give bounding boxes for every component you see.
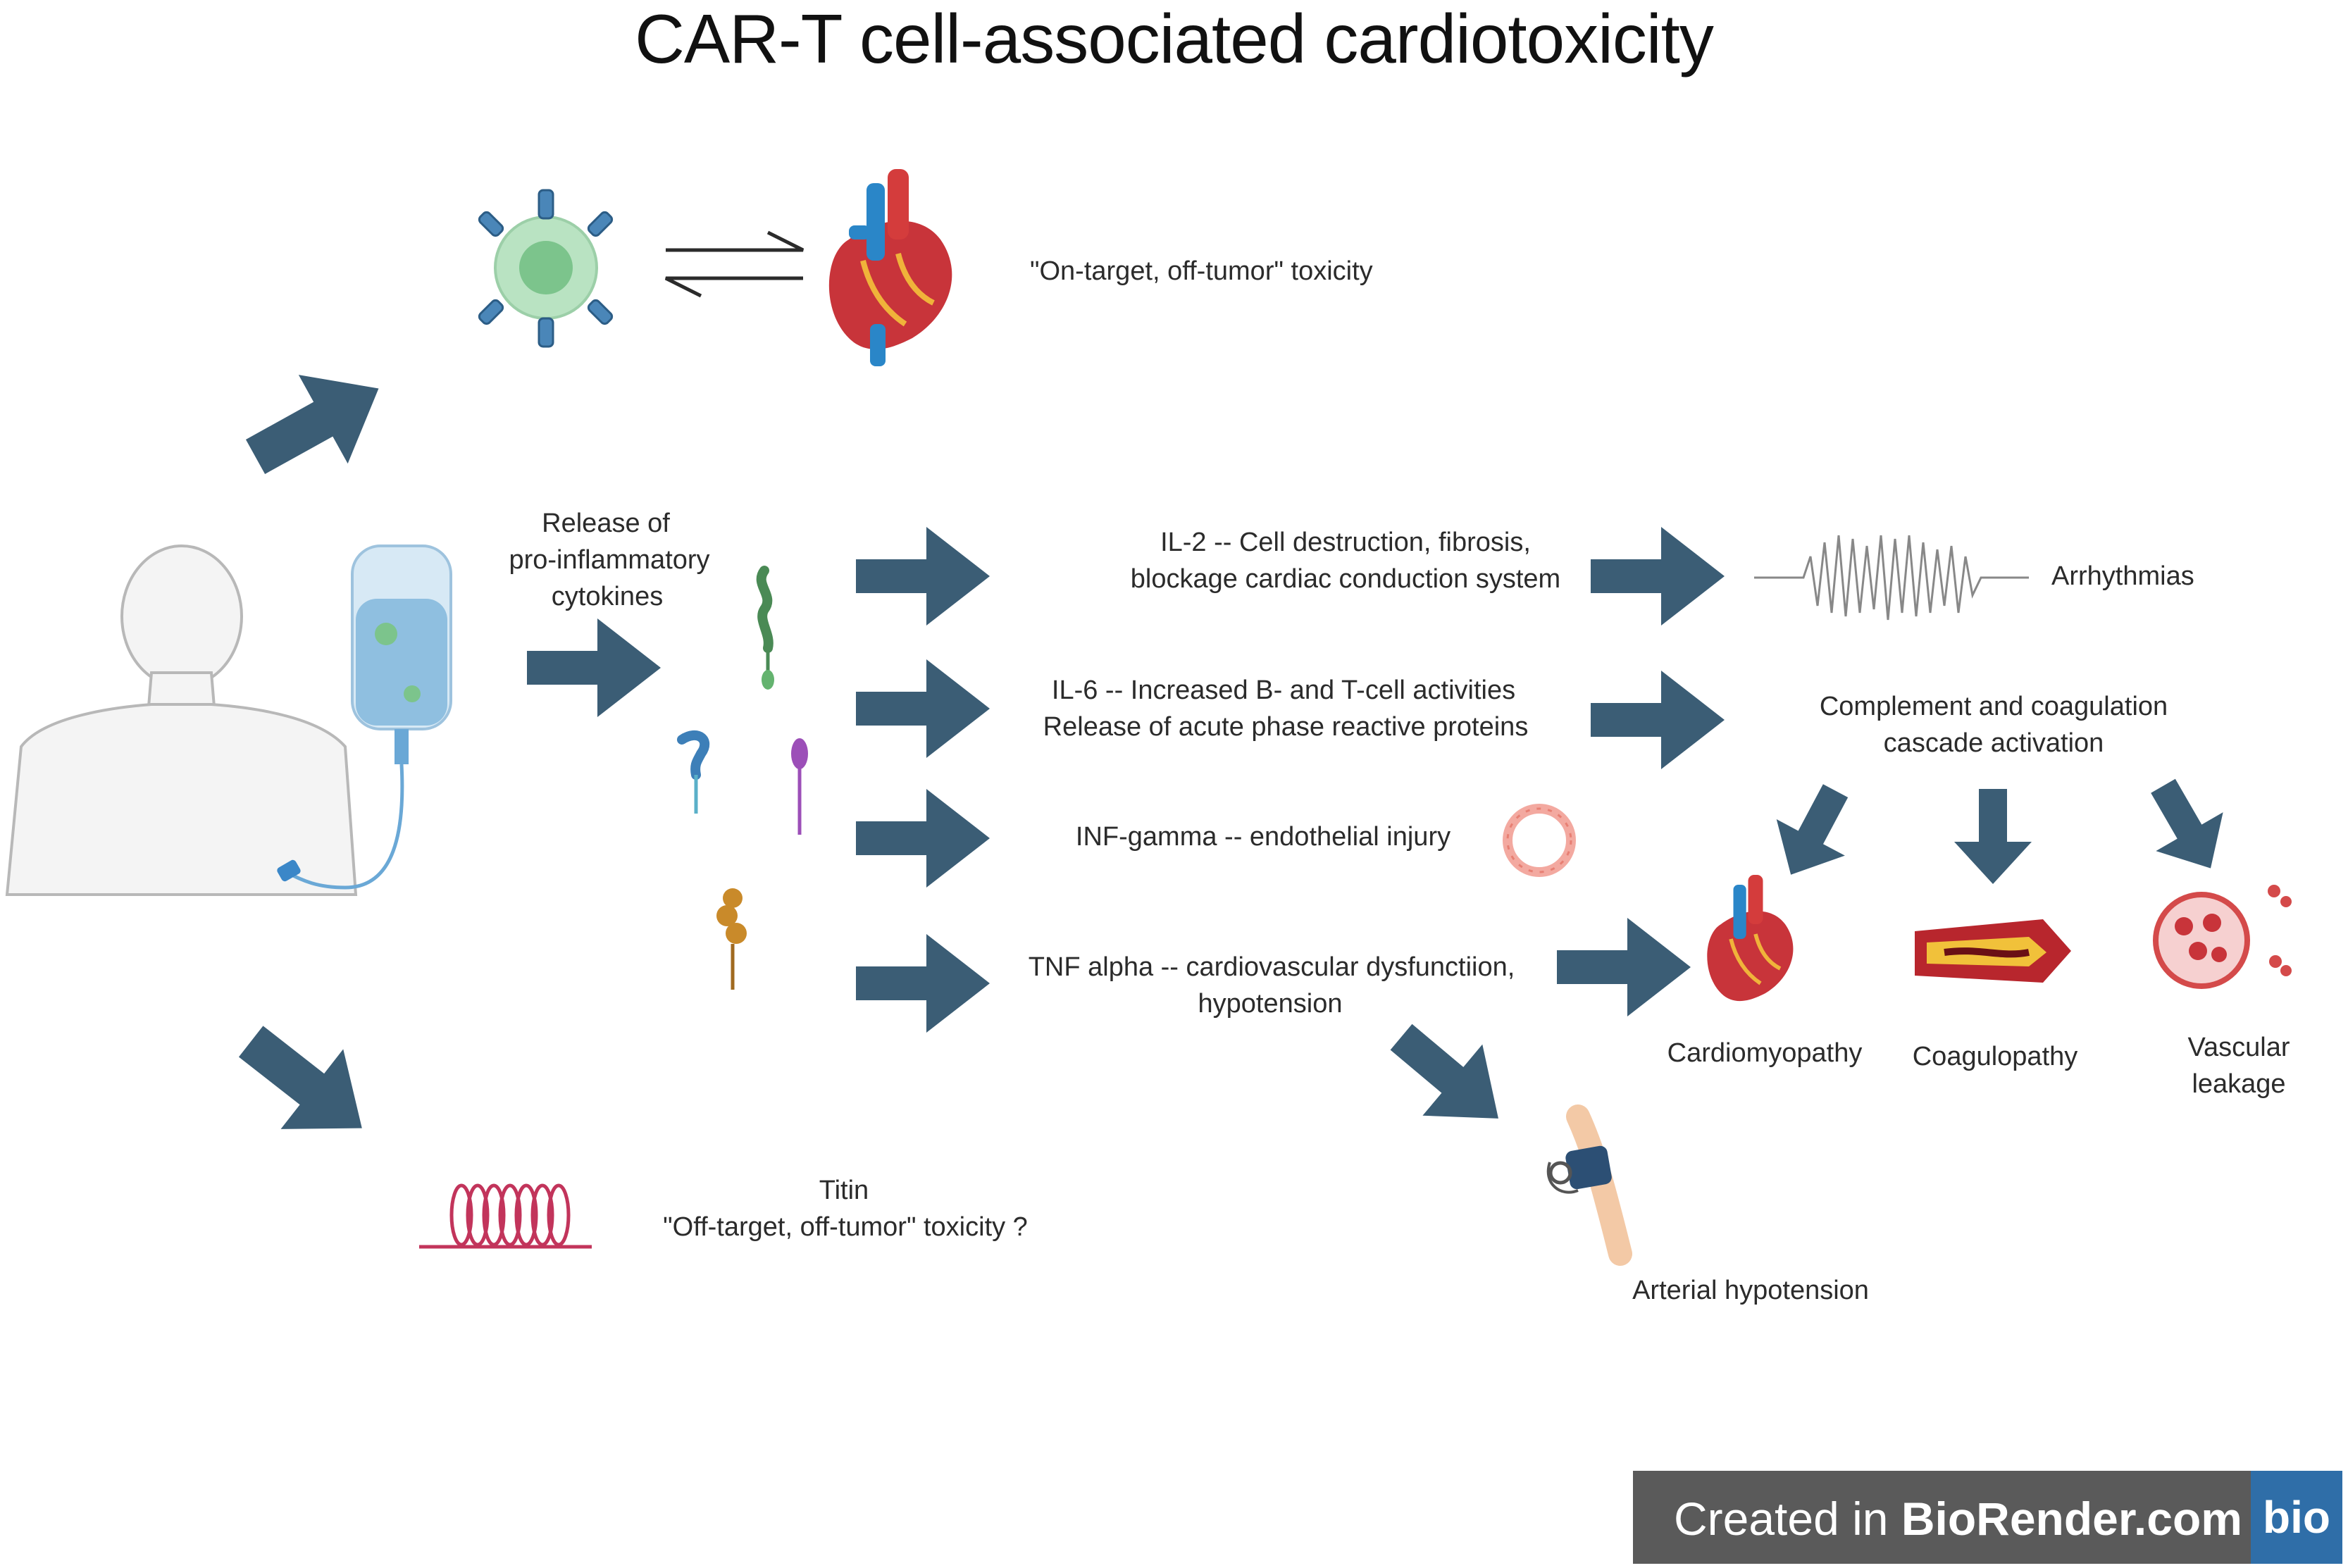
car-t-cell-icon — [478, 189, 614, 348]
arrow-to-arrhythmias — [1591, 527, 1725, 626]
titin-coil-icon — [419, 1183, 592, 1249]
biorender-credit-name: BioRender.com — [1901, 1493, 2242, 1545]
arrow-to-tnf — [856, 934, 990, 1033]
equilibrium-arrows — [664, 230, 805, 298]
il2-label-line2: blockage cardiac conduction system — [1130, 564, 1561, 594]
on-target-label: "On-target, off-tumor" toxicity — [1030, 256, 1373, 286]
arrow-to-cardiomyopathy — [1557, 918, 1691, 1016]
arrow-down-vascular — [2151, 778, 2223, 869]
arrhythmias-label: Arrhythmias — [2051, 561, 2194, 591]
il2-cytokine-icon — [756, 566, 774, 690]
arrow-to-cytokines — [527, 618, 661, 717]
ecg-wave-icon — [1754, 535, 2029, 621]
tnf-alpha-cytokine-icon — [716, 888, 747, 990]
titin-label-line1: Titin — [819, 1176, 869, 1205]
page-title: CAR-T cell-associated cardiotoxicity — [635, 0, 1714, 77]
arrows — [238, 375, 2223, 1129]
arrow-to-titin — [238, 1026, 362, 1129]
titin-label-line2: "Off-target, off-tumor" toxicity ? — [663, 1212, 1028, 1242]
biorender-badge[interactable] — [1633, 1471, 2251, 1564]
cytokine-icons — [677, 566, 808, 990]
coagulopathy-vessel-icon — [1915, 919, 2071, 983]
arrow-down-cardiomyopathy — [1776, 784, 1849, 875]
il6-label-line1: IL-6 -- Increased B- and T-cell activiti… — [1051, 676, 1516, 705]
tnf-label-line2: hypotension — [1198, 989, 1343, 1019]
vascular-label-line2: leakage — [2192, 1069, 2286, 1099]
release-label-line2: pro-inflammatory — [509, 545, 710, 575]
il6-cytokine-icon — [677, 730, 710, 814]
iv-bag-icon — [277, 545, 452, 890]
arrow-to-inf — [856, 789, 990, 888]
heart-icon — [828, 169, 952, 366]
arrow-to-complement — [1591, 671, 1725, 769]
arrow-down-coagulopathy — [1954, 789, 2032, 884]
arrow-to-on-target — [245, 375, 379, 474]
inf-gamma-label: INF-gamma -- endothelial injury — [1075, 822, 1451, 852]
arrow-to-arterial — [1390, 1023, 1498, 1119]
endothelial-ring-icon — [1503, 804, 1576, 877]
complement-label-line2: cascade activation — [1883, 728, 2104, 758]
complement-label-line1: Complement and coagulation — [1819, 692, 2168, 721]
release-label-line1: Release of — [542, 509, 670, 538]
cardiomyopathy-heart-icon — [1707, 875, 1794, 1002]
biorender-credit[interactable]: Created in BioRender.com — [1674, 1492, 2242, 1545]
biorender-logo-icon[interactable]: bio — [2251, 1471, 2342, 1564]
release-label-line3: cytokines — [551, 582, 664, 611]
blood-pressure-arm-icon — [1546, 1105, 1632, 1266]
il6-label-line2: Release of acute phase reactive proteins — [1043, 712, 1529, 742]
tnf-label-line1: TNF alpha -- cardiovascular dysfunctiion… — [1028, 952, 1515, 982]
arrow-to-il2 — [856, 527, 990, 626]
arrow-to-il6 — [856, 659, 990, 758]
biorender-credit-prefix: Created in — [1674, 1493, 1901, 1545]
arterial-hypotension-label: Arterial hypotension — [1632, 1276, 1869, 1305]
vascular-label-line1: Vascular — [2187, 1033, 2290, 1062]
il2-label-line1: IL-2 -- Cell destruction, fibrosis, — [1160, 528, 1531, 557]
coagulopathy-label: Coagulopathy — [1912, 1042, 2078, 1071]
inf-gamma-cytokine-icon — [791, 738, 808, 835]
cardiomyopathy-label: Cardiomyopathy — [1667, 1038, 1863, 1068]
vascular-leakage-icon — [2153, 885, 2292, 989]
patient-figure-icon — [5, 545, 358, 896]
